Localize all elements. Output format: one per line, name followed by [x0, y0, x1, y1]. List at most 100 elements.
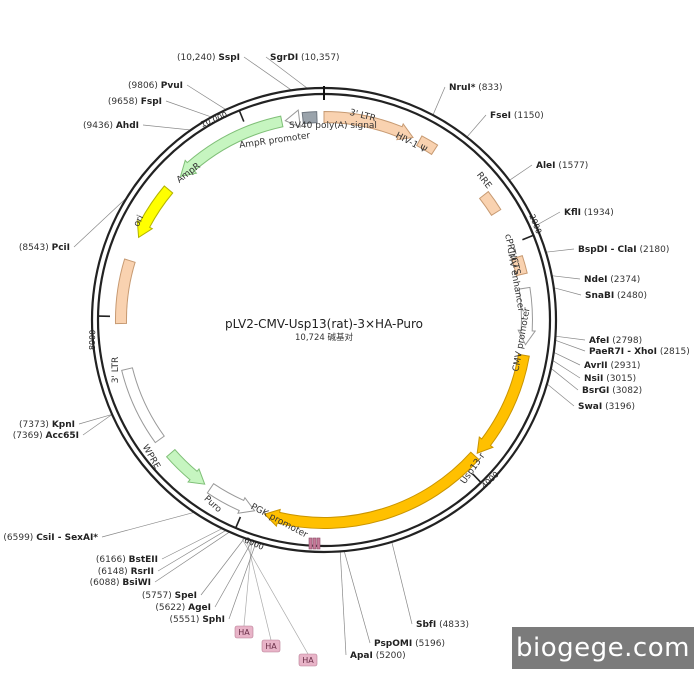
site-leader-avrii — [553, 351, 581, 366]
site-name-sgrdi: SgrDI — [270, 53, 298, 63]
site-pos-snabi: (2480) — [614, 291, 647, 301]
site-name-pspomi: PspOMI — [374, 639, 412, 649]
site-name-pcii: PciI — [52, 243, 70, 253]
ha-tag-segment — [312, 537, 317, 550]
site-pos-rsrii: (6148) — [98, 567, 131, 577]
site-name-fsei: FseI — [490, 111, 511, 121]
site-pos-sgrdi: (10,357) — [298, 53, 339, 63]
ha-tag-segment — [308, 537, 313, 550]
site-label-bspdi-clai: BspDI - ClaI (2180) — [578, 245, 669, 255]
ha-tag-badge-bg — [234, 625, 254, 639]
site-label-nsii: NsiI (3015) — [584, 374, 636, 384]
feature-pgk-promoter-arrow — [206, 483, 256, 514]
site-leader-nsii — [552, 360, 581, 379]
site-leader-alei — [509, 164, 533, 181]
watermark-logo: biogege.com — [512, 627, 694, 669]
site-label-bsrgi: BsrGI (3082) — [582, 386, 642, 396]
site-pos-fspi: (9658) — [108, 97, 141, 107]
site-leader-bsiwi — [154, 531, 230, 583]
site-label-acc65i: (7369) Acc65I — [13, 431, 79, 441]
site-leader-apai — [339, 551, 347, 656]
site-pos-afei: (2798) — [609, 336, 642, 346]
site-label-pvui: (9806) PvuI — [128, 81, 183, 91]
feature-3-ltr-arrow — [323, 110, 414, 141]
site-leader-paer7i-xhoi — [554, 339, 586, 352]
plasmid-backbone — [90, 86, 558, 554]
site-label-alei: AleI (1577) — [536, 161, 588, 171]
site-label-sgrdi: SgrDI (10,357) — [270, 53, 340, 63]
feature-ori-label: ori — [132, 214, 146, 229]
site-leader-sphi — [228, 541, 257, 620]
tick-mark — [472, 473, 482, 484]
ha-tag-leader — [242, 539, 309, 655]
site-leader-sbfi — [391, 541, 413, 625]
site-name-apai: ApaI — [350, 651, 373, 661]
site-name-bsiwi: BsiWI — [122, 578, 151, 588]
feature-wpre-arrow — [121, 367, 165, 444]
site-label-agei: (5622) AgeI — [155, 603, 211, 613]
site-leader-bspdi-clai — [545, 248, 575, 253]
site-pos-bsteii: (6166) — [96, 555, 129, 565]
ha-tag-badge: HA — [298, 653, 318, 667]
site-leader-rsrii — [157, 529, 227, 572]
site-leader-kfli — [535, 211, 561, 226]
site-leader-spei — [200, 537, 245, 596]
site-label-kpni: (7373) KpnI — [19, 420, 75, 430]
site-name-spei: SpeI — [175, 591, 197, 601]
site-label-rsrii: (6148) RsrII — [98, 567, 154, 577]
site-name-sphi: SphI — [202, 615, 225, 625]
site-name-nsii: NsiI — [584, 374, 603, 384]
plasmid-title-block: pLV2-CMV-Usp13(rat)-3×HA-Puro 10,724 碱基对 — [225, 317, 423, 343]
ha-tag-badge: HA — [234, 625, 254, 639]
site-pos-ahdi: (9436) — [83, 121, 116, 131]
site-name-alei: AleI — [536, 161, 556, 171]
site-name-snabi: SnaBI — [585, 291, 614, 301]
site-label-sphi: (5551) SphI — [170, 615, 225, 625]
site-label-nrui: NruI* (833) — [449, 83, 503, 93]
site-pos-acc65i: (7369) — [13, 431, 46, 441]
ha-tag-text: HA — [238, 628, 250, 637]
tick-mark — [238, 110, 245, 122]
site-name-sbfi: SbfI — [416, 620, 436, 630]
site-leader-nrui — [432, 86, 446, 116]
site-leader-ndei — [551, 275, 581, 280]
feature-cppt-cts-arrow — [511, 254, 528, 277]
site-pos-sphi: (5551) — [170, 615, 203, 625]
site-pos-fsei: (1150) — [511, 111, 544, 121]
feature-hiv-1-arrow — [416, 135, 439, 156]
feature-cmv-promoter-arrow — [476, 353, 530, 454]
site-pos-kpni: (7373) — [19, 420, 52, 430]
feature-3-ltr-arrow — [114, 258, 136, 325]
feature-rre-label: RRE — [474, 171, 493, 192]
site-pos-apai: (5200) — [373, 651, 406, 661]
ha-tag-leader — [246, 540, 272, 641]
site-name-rsrii: RsrII — [131, 567, 154, 577]
site-label-kfli: KflI (1934) — [564, 208, 614, 218]
tick-mark — [234, 516, 242, 529]
site-pos-bsiwi: (6088) — [90, 578, 123, 588]
site-label-sbfi: SbfI (4833) — [416, 620, 469, 630]
site-pos-pcii: (8543) — [19, 243, 52, 253]
site-pos-kfli: (1934) — [581, 208, 614, 218]
feature-sv40-poly-a-signal-label: SV40 poly(A) signal — [289, 121, 377, 131]
plasmid-name: pLV2-CMV-Usp13(rat)-3×HA-Puro — [225, 317, 423, 331]
site-name-paer7i-xhoi: PaeR7I - XhoI — [589, 347, 657, 357]
site-name-nrui: NruI* — [449, 83, 476, 93]
site-name-bspdi-clai: BspDI - ClaI — [578, 245, 637, 255]
site-leader-bsteii — [161, 528, 223, 560]
site-leader-ahdi — [142, 124, 191, 131]
site-leader-afei — [555, 335, 586, 341]
feature-usp13-r-arrow — [263, 451, 480, 530]
site-pos-sbfi: (4833) — [436, 620, 469, 630]
site-label-paer7i-xhoi: PaeR7I - XhoI (2815) — [589, 347, 690, 357]
site-name-pvui: PvuI — [161, 81, 183, 91]
site-leader-kpni — [78, 414, 113, 425]
feature-arrows — [114, 109, 537, 530]
label-leader-lines — [73, 56, 586, 656]
ha-tag-segment — [316, 537, 321, 550]
feature-ori-arrow — [136, 185, 174, 239]
feature-rre-arrow — [478, 190, 502, 216]
site-name-sspi: SspI — [218, 53, 240, 63]
